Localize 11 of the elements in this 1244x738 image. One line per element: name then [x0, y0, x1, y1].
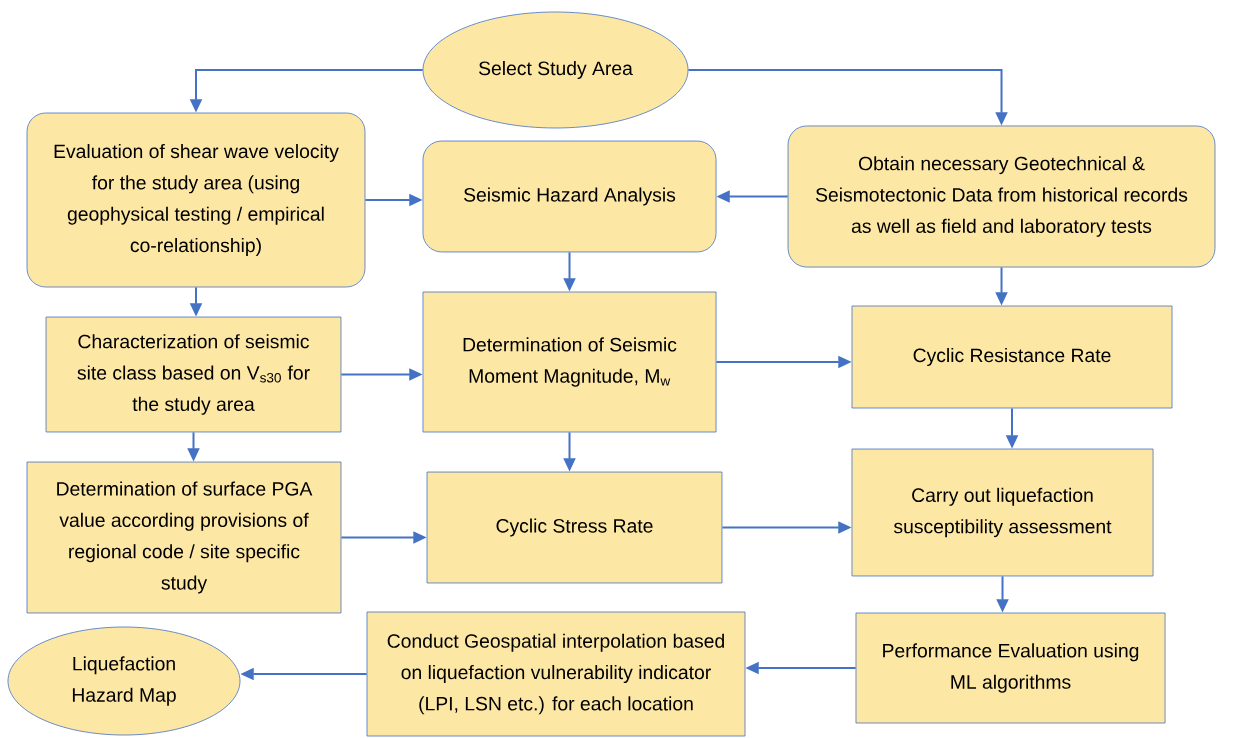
process-box: Carry out liquefaction susceptibility assessment [851, 448, 1154, 577]
process-box: Determination of Seismic Moment Magnitude, M$_{w}$ [422, 291, 717, 433]
process-box: Conduct Geospatial interpolation based on liquefaction vulnerability indicator (LPI, LSN etc.) for each location [366, 611, 746, 737]
process-box: Cyclic Stress Rate [426, 471, 723, 584]
process-box: Obtain necessary Geotechnical & Seismotectonic Data from historical records as well as field and laboratory tests [787, 125, 1216, 268]
process-box: Evaluation of shear wave velocity for the study area (using geophysical testing / empirical co-relationship) [26, 112, 366, 288]
process-box: Performance Evaluation using ML algorithms [855, 612, 1166, 724]
process-box: Characterization of seismic site class based on V$_{s30}$ for the study area [45, 316, 342, 433]
process-box: Seismic Hazard Analysis [422, 140, 717, 253]
process-box: Cyclic Resistance Rate [851, 305, 1173, 409]
process-box: Determination of surface PGA value according provisions of regional code / site specific study [26, 461, 342, 614]
